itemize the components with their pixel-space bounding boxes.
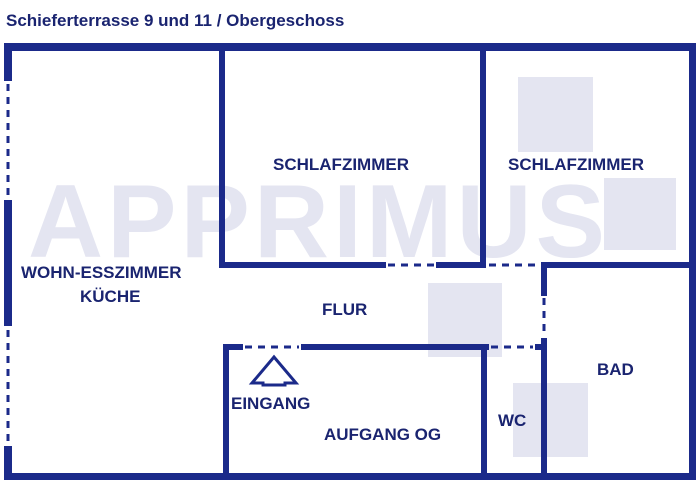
room-label-bedroom-1: SCHLAFZIMMER: [273, 155, 409, 174]
room-label-staircase: AUFGANG OG: [324, 425, 442, 444]
floor-plan-title: Schieferterrasse 9 und 11 / Obergeschoss: [6, 11, 345, 30]
room-label-wc: WC: [498, 411, 527, 430]
openings: [6, 84, 546, 444]
entrance-label: EINGANG: [231, 394, 311, 413]
arrow-up-icon: [248, 354, 300, 387]
watermark-square: [604, 178, 676, 250]
room-label-hallway: FLUR: [322, 300, 368, 319]
watermark-square: [513, 383, 588, 457]
watermark-text: APPRIMUS: [28, 164, 609, 280]
watermark-square: [518, 77, 593, 152]
room-label-bedroom-2: SCHLAFZIMMER: [508, 155, 644, 174]
room-label-bathroom: BAD: [597, 360, 634, 379]
room-label-living: WOHN-ESSZIMMER: [21, 263, 182, 282]
room-label-kitchen: KÜCHE: [80, 287, 141, 306]
walls: [4, 43, 696, 480]
